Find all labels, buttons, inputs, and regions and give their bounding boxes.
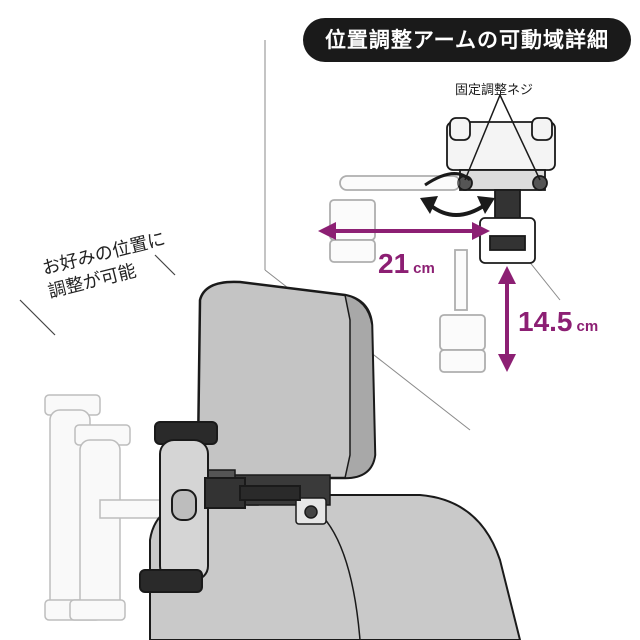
horizontal-dimension-unit: cm (413, 260, 435, 277)
horizontal-dimension-arrow (318, 222, 490, 240)
rotation-arrow (428, 203, 487, 217)
seat-back (149, 494, 522, 640)
headrest-side (344, 294, 376, 479)
screw-callout-label: 固定調整ネジ (455, 83, 534, 98)
note-divider (19, 299, 56, 336)
vertical-dimension-unit: cm (576, 318, 599, 335)
rotation-arrow-head-right (477, 196, 495, 214)
note-divider-top (154, 254, 176, 276)
vertical-dimension-arrow (498, 266, 516, 372)
horizontal-dimension-value: 21 (378, 248, 410, 279)
page-title: 位置調整アームの可動域詳細 (303, 18, 631, 62)
vertical-dimension-value: 14.5 (518, 306, 573, 337)
ghost-holders (44, 394, 181, 621)
rotation-arrow-head-left (420, 196, 438, 214)
tablet-holder (139, 421, 301, 593)
callout-lines (464, 94, 541, 181)
rotation-arrow-lower (424, 172, 472, 187)
